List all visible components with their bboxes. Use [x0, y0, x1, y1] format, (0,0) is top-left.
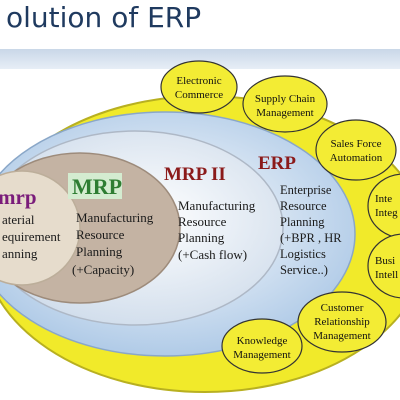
knowledge-line-1: Knowledge: [237, 335, 288, 347]
erp-line-3: Planning: [280, 215, 325, 229]
mrp2-line-4: (+Cash flow): [178, 247, 247, 262]
sales-force-line-1: Sales Force: [330, 138, 381, 150]
crm-line-3: Management: [313, 330, 370, 342]
erp-line-4: (+BPR , HR: [280, 231, 342, 245]
erp-line-5: Logistics: [280, 247, 326, 261]
mrp2-line-2: Resource: [178, 214, 227, 229]
mrp-capacity-line-3: Planning: [76, 244, 123, 259]
mrp-material-heading: mrp: [0, 185, 37, 209]
mrp-material-line-2: equirement: [2, 229, 61, 244]
integration-line-1: Inte: [375, 193, 392, 205]
bubble-crm: [297, 291, 387, 353]
bubble-knowledge: [221, 318, 303, 374]
mrp-capacity-heading: MRP: [72, 174, 122, 199]
crm-line-1: Customer: [321, 302, 364, 314]
business-intelligence-line-2: Intell: [375, 269, 398, 281]
title-bar: [0, 49, 400, 69]
mrp-capacity-heading-bg: [68, 173, 122, 199]
bubble-integration: [367, 173, 400, 239]
business-intelligence-line-1: Busi: [375, 255, 395, 267]
sales-force-line-2: Automation: [330, 152, 383, 164]
mrp-capacity-line-2: Resource: [76, 227, 125, 242]
electronic-commerce-line-1: Electronic: [176, 75, 221, 87]
mrp-capacity-line-4: (+Capacity): [72, 262, 134, 277]
bubble-business-intelligence: [367, 233, 400, 299]
page-title: olution of ERP: [6, 1, 202, 34]
bubble-electronic-commerce: [160, 60, 238, 114]
mrp-material-line-1: aterial: [2, 212, 35, 227]
mrp-capacity-line-1: Manufacturing: [76, 210, 154, 225]
mrp-material-ellipse: [0, 170, 81, 286]
mrp2-heading: MRP II: [164, 164, 226, 185]
mrp2-line-3: Planning: [178, 230, 225, 245]
erp-line-1: Enterprise: [280, 183, 332, 197]
electronic-commerce-line-2: Commerce: [175, 89, 223, 101]
integration-line-2: Integ: [375, 207, 398, 219]
erp-heading: ERP: [258, 153, 296, 174]
supply-chain-line-2: Management: [256, 107, 313, 119]
erp-line-6: Service..): [280, 263, 328, 277]
knowledge-line-2: Management: [233, 349, 290, 361]
bubble-sales-force: [315, 119, 397, 181]
mrp2-line-1: Manufacturing: [178, 198, 256, 213]
supply-chain-line-1: Supply Chain: [255, 93, 316, 105]
mrp-material-line-3: anning: [2, 246, 38, 261]
crm-line-2: Relationship: [314, 316, 370, 328]
bubble-supply-chain: [242, 75, 328, 133]
erp-line-2: Resource: [280, 199, 327, 213]
